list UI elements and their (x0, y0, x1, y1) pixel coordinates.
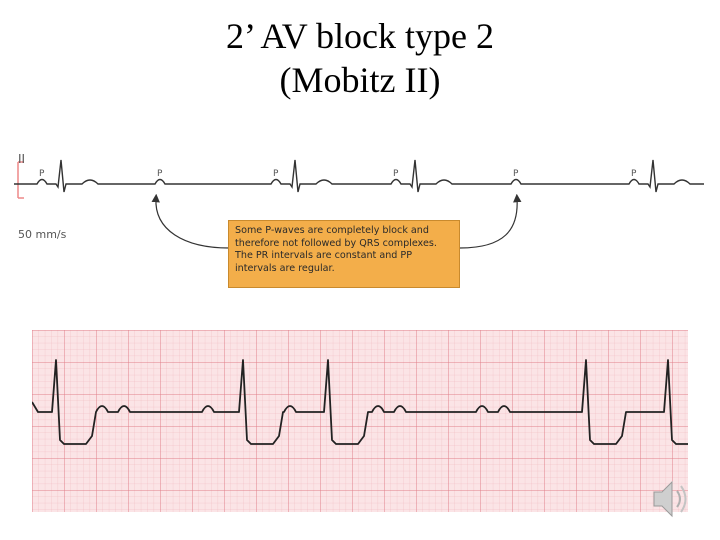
p-wave-label: P (39, 169, 45, 179)
p-wave-label: P (513, 169, 519, 179)
p-wave-label: P (631, 169, 637, 179)
bottom-ecg-strip (32, 330, 688, 512)
left-arrow (151, 193, 230, 249)
p-wave-label: P (157, 169, 163, 179)
slide-title: 2’ AV block type 2 (Mobitz II) (0, 14, 720, 102)
title-line-1: 2’ AV block type 2 (226, 16, 494, 56)
title-line-2: (Mobitz II) (279, 60, 441, 100)
p-wave-label: P (393, 169, 399, 179)
top-ecg-trace (14, 159, 704, 193)
bottom-ecg-trace (32, 359, 688, 445)
right-arrow (459, 193, 522, 249)
callout-box: Some P-waves are completely block and th… (228, 220, 460, 288)
lead-label: II (18, 152, 26, 166)
speed-label: 50 mm/s (18, 228, 67, 241)
speaker-icon[interactable] (650, 474, 692, 524)
p-wave-label: P (273, 169, 279, 179)
calibration-mark (17, 161, 24, 199)
